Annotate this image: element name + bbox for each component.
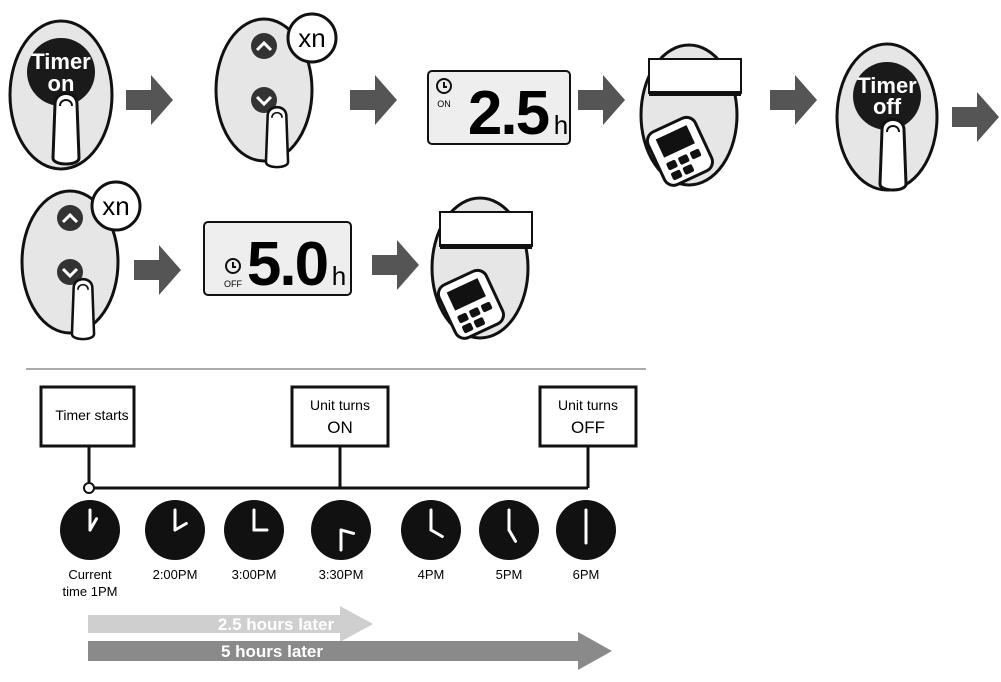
- chevron-up-icon: [255, 40, 273, 52]
- display-on-2-5h: ON 2.5 h: [427, 70, 571, 148]
- clock-icon: [145, 500, 205, 560]
- timer-off-line1: Timer: [857, 73, 917, 98]
- clock-label: 4PM: [418, 567, 445, 582]
- display-off-5-0h: OFF 5.0 h: [203, 221, 352, 299]
- timer-off-line2: off: [873, 94, 902, 119]
- finger-icon: [51, 92, 81, 166]
- clock-label: 3:00PM: [232, 567, 277, 582]
- up-button[interactable]: [251, 33, 277, 59]
- start-marker: [83, 482, 95, 494]
- arrow-5-hours: [88, 632, 612, 670]
- timer-starts-box: [39, 385, 136, 448]
- clock-icon: [479, 500, 539, 560]
- remote-to-unit-icon: [430, 196, 534, 344]
- display-unit: h: [332, 261, 346, 291]
- unit-on-line2: ON: [327, 418, 353, 437]
- clock-icon: [224, 500, 284, 560]
- down-button[interactable]: [251, 87, 277, 113]
- arrow-icon: [134, 245, 181, 295]
- arrow-icon: [126, 75, 173, 125]
- timer-off-button[interactable]: [853, 62, 921, 130]
- unit-on-box: [290, 385, 390, 448]
- unit-off-line2: OFF: [571, 418, 605, 437]
- repeat-label: xn: [102, 191, 129, 221]
- timer-starts-label: Timer starts: [55, 407, 128, 423]
- arrow-icon: [578, 75, 625, 125]
- down-button[interactable]: [57, 259, 83, 285]
- arrow-2-5-hours-label: 2.5 hours later: [218, 615, 335, 634]
- chevron-down-icon: [61, 267, 79, 279]
- clock-icon: [401, 500, 461, 560]
- unit-on-line1: Unit turns: [310, 397, 370, 413]
- unit-off-box: [538, 385, 638, 448]
- clock-icon: [556, 500, 616, 560]
- finger-icon: [878, 118, 908, 192]
- clock-label: Current: [68, 567, 112, 582]
- unit-off-line1: Unit turns: [558, 397, 618, 413]
- arrow-icon: [952, 92, 999, 142]
- timer-on-line2: on: [48, 71, 75, 96]
- clock-label: 5PM: [496, 567, 523, 582]
- display-tag: OFF: [224, 279, 242, 289]
- timer-off-step: Timer off: [835, 42, 939, 192]
- clock-icon: [60, 500, 120, 560]
- up-button[interactable]: [57, 205, 83, 231]
- display-tag: ON: [437, 99, 451, 109]
- adjust-step-1: xn: [214, 12, 338, 169]
- arrow-5-hours-label: 5 hours later: [221, 642, 323, 661]
- adjust-step-2: xn: [20, 180, 142, 341]
- arrow-2-5-hours: [88, 606, 373, 642]
- timer-on-line1: Timer: [31, 49, 91, 74]
- timer-on-step: Timer on: [8, 19, 114, 171]
- clock-icon: [225, 258, 241, 274]
- clock-icon: [436, 78, 452, 94]
- display-unit: h: [554, 110, 568, 140]
- clock-label: 2:00PM: [153, 567, 198, 582]
- chevron-down-icon: [255, 95, 273, 107]
- clock-row: Current time 1PM 2:00PM 3:00PM 3:30PM 4PM 5PM 6…: [60, 500, 616, 599]
- arrow-icon: [350, 75, 397, 125]
- clock-label: time 1PM: [63, 584, 118, 599]
- arrow-icon: [372, 240, 419, 290]
- finger-icon: [70, 277, 96, 341]
- repeat-label: xn: [298, 23, 325, 53]
- chevron-up-icon: [61, 212, 79, 224]
- timer-on-button[interactable]: [27, 38, 95, 106]
- display-value: 2.5: [468, 79, 549, 148]
- display-value: 5.0: [247, 230, 327, 299]
- arrow-icon: [770, 75, 817, 125]
- remote-to-unit-icon: [639, 43, 743, 191]
- clock-label: 6PM: [573, 567, 600, 582]
- timeline: Timer starts Unit turns ON Unit turns OF…: [39, 385, 638, 670]
- clock-icon: [311, 500, 371, 560]
- finger-icon: [264, 105, 290, 169]
- clock-label: 3:30PM: [319, 567, 364, 582]
